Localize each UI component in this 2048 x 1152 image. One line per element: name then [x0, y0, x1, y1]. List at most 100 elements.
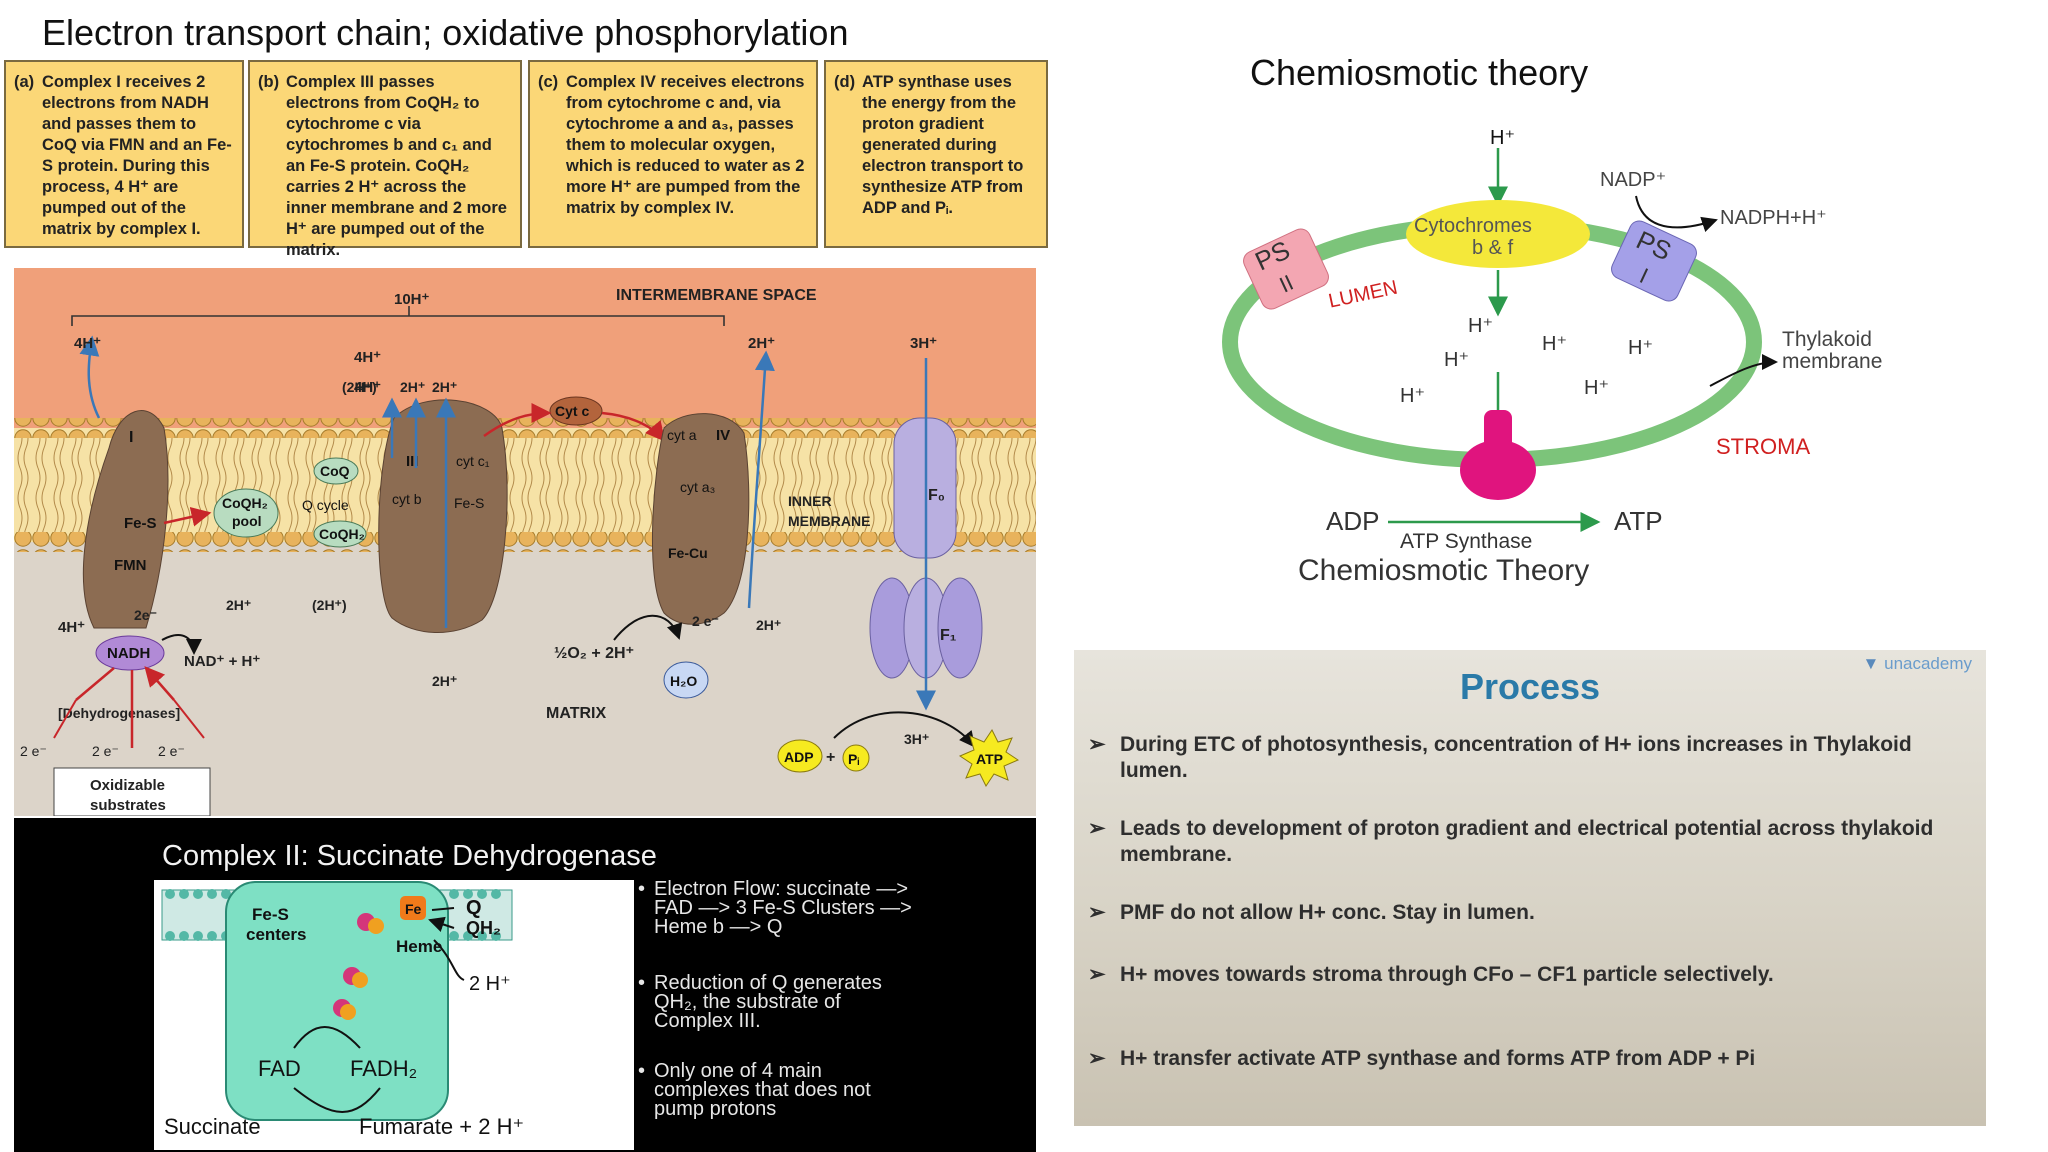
- cytb-label: cyt b: [392, 491, 422, 507]
- total-h-label: 10H⁺: [394, 291, 430, 308]
- brand-logo: ▼ unacademy: [1862, 654, 1972, 673]
- c4-2e-label: 2 e⁻: [692, 613, 719, 629]
- h2-x-label: 2H⁺: [400, 379, 425, 395]
- info-box-a: (a) Complex I receives 2 electrons from …: [4, 60, 244, 248]
- h4-b-label: 4H⁺: [354, 379, 381, 396]
- box-c-text: Complex IV receives electrons from cytoc…: [566, 73, 805, 217]
- pi-label: Pᵢ: [848, 751, 859, 767]
- fmn-label: FMN: [114, 557, 147, 574]
- process-bullet-2: ➢Leads to development of proton gradient…: [1088, 817, 1934, 866]
- complex-iv-label: IV: [716, 427, 730, 444]
- coqh2-label: CoQH₂: [319, 526, 365, 542]
- synthase-label: ATP Synthase: [1400, 530, 1532, 553]
- atp-label: ATP: [1614, 506, 1663, 536]
- cyta-label: cyt a: [667, 427, 697, 443]
- e-left-label: 2 e⁻: [20, 743, 47, 759]
- process-bullet-4: ➢H+ moves towards stroma through CFo – C…: [1088, 963, 1774, 986]
- complex-ii-bullet-2: •Reduction of Q generates QH₂, the subst…: [638, 972, 882, 1032]
- h-top-label: H⁺: [1490, 127, 1515, 149]
- nadh-label: NADH: [107, 645, 150, 662]
- chemiosmotic-title: Chemiosmotic theory: [1250, 52, 1589, 93]
- box-d-text: ATP synthase uses the energy from the pr…: [862, 73, 1024, 217]
- coqh2-pool-label-2: pool: [232, 513, 262, 529]
- ps-ii: [1243, 228, 1329, 310]
- oxidizable-substrates-box: [53, 767, 211, 816]
- matrix-label: MATRIX: [546, 705, 606, 722]
- f0-label: F₀: [928, 487, 945, 504]
- qcycle-label: Q cycle: [302, 497, 349, 513]
- h-label-1: H⁺: [1468, 315, 1493, 337]
- lumen-label: LUMEN: [1327, 277, 1400, 313]
- h2-label: 2 H⁺: [469, 973, 511, 995]
- complex-i-label: I: [129, 429, 133, 446]
- fe-label: Fe: [405, 901, 422, 917]
- cytochromes-label-2: b & f: [1472, 237, 1514, 259]
- coq-label: CoQ: [320, 463, 350, 479]
- complex-iii: [378, 399, 508, 634]
- h-label-4: H⁺: [1444, 349, 1469, 371]
- box-a-label: (a): [14, 73, 35, 91]
- complex-ii-panel: Complex II: Succinate Dehydrogenase Fe F…: [14, 818, 1036, 1152]
- matrix-h4-label: 4H⁺: [58, 619, 85, 636]
- box-c-label: (c): [538, 73, 559, 91]
- matrix-2e-label: 2e⁻: [134, 607, 157, 623]
- process-bullet-1: ➢During ETC of photosynthesis, concentra…: [1088, 733, 1912, 782]
- chemio-caption: Chemiosmotic Theory: [1298, 554, 1589, 587]
- info-box-b: (b) Complex III passes electrons from Co…: [248, 60, 522, 259]
- oxidizable-label-2: substrates: [90, 797, 166, 814]
- complex-iv: [651, 413, 750, 625]
- nadph-label: NADPH+H⁺: [1720, 207, 1827, 229]
- h2-paren-label: (2H⁺): [342, 379, 377, 395]
- atp-synthase-head: [1460, 440, 1536, 500]
- membrane-bottom-heads: [14, 532, 1036, 552]
- plus-label: +: [826, 749, 835, 766]
- nadp-label: NADP⁺: [1600, 169, 1666, 191]
- slide-title: Electron transport chain; oxidative phos…: [42, 12, 849, 53]
- matrix-2h-4: 2H⁺: [756, 617, 781, 633]
- info-box-d: (d) ATP synthase uses the energy from th…: [824, 60, 1048, 248]
- coqh2-pool-label-1: CoQH₂: [222, 495, 268, 511]
- ps-i: [1611, 220, 1697, 302]
- chemiosmotic-diagram: H⁺ Cytochromes b & f PS II PS I NADP⁺ NA…: [1222, 127, 1882, 587]
- box-a-text: Complex I receives 2 electrons from NADH…: [42, 73, 232, 238]
- inner-membrane-label-2: MEMBRANE: [788, 513, 870, 529]
- box-b-text: Complex III passes electrons from CoQH₂ …: [286, 73, 507, 259]
- cytc1-label: cyt c₁: [456, 453, 490, 469]
- info-box-c: (c) Complex IV receives electrons from c…: [528, 60, 818, 248]
- fes-3-label: Fe-S: [454, 495, 484, 511]
- process-bullet-3: ➢PMF do not allow H+ conc. Stay in lumen…: [1088, 901, 1535, 924]
- h2-y-label: 2H⁺: [432, 379, 457, 395]
- h-label-5: H⁺: [1584, 377, 1609, 399]
- h-label-2: H⁺: [1542, 333, 1567, 355]
- h-label-3: H⁺: [1628, 337, 1653, 359]
- fecu-label: Fe-Cu: [668, 545, 708, 561]
- etc-diagram: 10H⁺ INTERMEMBRANE SPACE I Fe-S FMN 4H⁺ …: [14, 268, 1036, 816]
- complex-i: [82, 410, 169, 629]
- cytochromes-bf: [1406, 200, 1590, 268]
- cytochromes-label-1: Cytochromes: [1414, 215, 1532, 237]
- h4-a-label: 4H⁺: [74, 335, 101, 352]
- complex-ii-bullet-3: •Only one of 4 main complexes that does …: [638, 1060, 871, 1120]
- adp-label: ADP: [1326, 506, 1379, 536]
- cytc-label: Cyt c: [555, 403, 589, 419]
- process-bullet-5: ➢H+ transfer activate ATP synthase and f…: [1088, 1047, 1756, 1070]
- e-right-label: 2 e⁻: [158, 743, 185, 759]
- atp-label: ATP: [976, 751, 1003, 767]
- complex-ii-bullet-1: •Electron Flow: succinate —> FAD —> 3 Fe…: [638, 878, 912, 938]
- fes-centers-label-2: centers: [246, 925, 306, 944]
- f1-label: F₁: [940, 627, 957, 644]
- matrix-2h-1: 2H⁺: [226, 597, 251, 613]
- h2-c-label: 2H⁺: [748, 335, 775, 352]
- inner-membrane-label-1: INNER: [788, 493, 832, 509]
- fumarate-label: Fumarate + 2 H⁺: [359, 1114, 524, 1139]
- membrane-top-heads: [14, 418, 1036, 438]
- matrix-3h-label: 3H⁺: [904, 731, 929, 747]
- fes-1-label: Fe-S: [124, 515, 157, 532]
- matrix-2h-3: 2H⁺: [432, 673, 457, 689]
- complex-ii-title: Complex II: Succinate Dehydrogenase: [162, 840, 657, 872]
- fadh2-label: FADH₂: [350, 1056, 417, 1081]
- h-label-6: H⁺: [1400, 385, 1425, 407]
- water-label: H₂O: [670, 673, 697, 689]
- nadplus-label: NAD⁺ + H⁺: [184, 653, 260, 670]
- thylakoid-label-1: Thylakoid: [1782, 328, 1872, 351]
